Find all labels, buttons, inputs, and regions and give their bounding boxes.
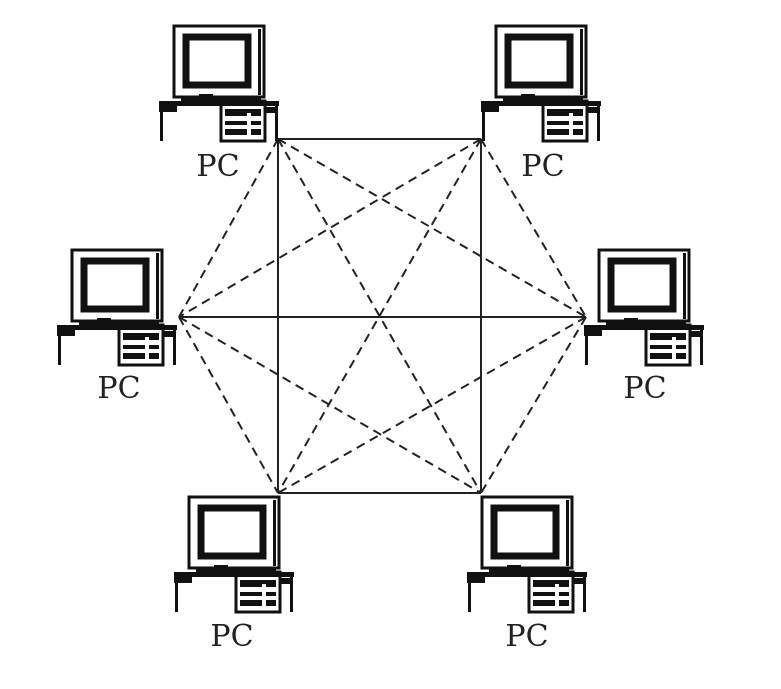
- node-pc-top-right: PC: [481, 26, 601, 184]
- dashed-link-pc-middle-right-to-pc-bottom-left: [277, 316, 587, 494]
- pc-label: PC: [210, 619, 253, 654]
- node-pc-middle-right: PC: [584, 250, 704, 406]
- dashed-link-pc-top-left-to-pc-bottom-right: [277, 138, 482, 494]
- dashed-link-pc-top-right-to-pc-middle-right: [480, 138, 587, 318]
- computer-icon: [57, 250, 177, 365]
- dashed-link-pc-middle-left-to-pc-bottom-right: [178, 316, 482, 494]
- dashed-links: [178, 138, 587, 494]
- solid-links: [179, 138, 586, 494]
- pc-label: PC: [505, 619, 548, 654]
- computer-icon: [481, 26, 601, 141]
- pc-label: PC: [196, 149, 239, 184]
- node-pc-bottom-left: PC: [174, 497, 294, 654]
- node-pc-bottom-right: PC: [467, 497, 587, 654]
- pc-nodes: PC PC PC PC PC PC: [57, 26, 704, 654]
- dashed-link-pc-top-left-to-pc-middle-left: [178, 138, 279, 318]
- computer-icon: [584, 250, 704, 365]
- node-pc-middle-left: PC: [57, 250, 177, 406]
- dashed-link-pc-middle-right-to-pc-bottom-right: [480, 316, 587, 494]
- pc-label: PC: [623, 371, 666, 406]
- dashed-link-pc-top-right-to-pc-bottom-left: [277, 138, 482, 494]
- dashed-link-pc-top-right-to-pc-middle-left: [178, 138, 482, 318]
- pc-label: PC: [97, 371, 140, 406]
- computer-icon: [159, 26, 279, 141]
- computer-icon: [467, 497, 587, 612]
- node-pc-top-left: PC: [159, 26, 279, 184]
- computer-icon: [174, 497, 294, 612]
- pc-label: PC: [521, 149, 564, 184]
- dashed-link-pc-middle-left-to-pc-bottom-left: [178, 316, 279, 494]
